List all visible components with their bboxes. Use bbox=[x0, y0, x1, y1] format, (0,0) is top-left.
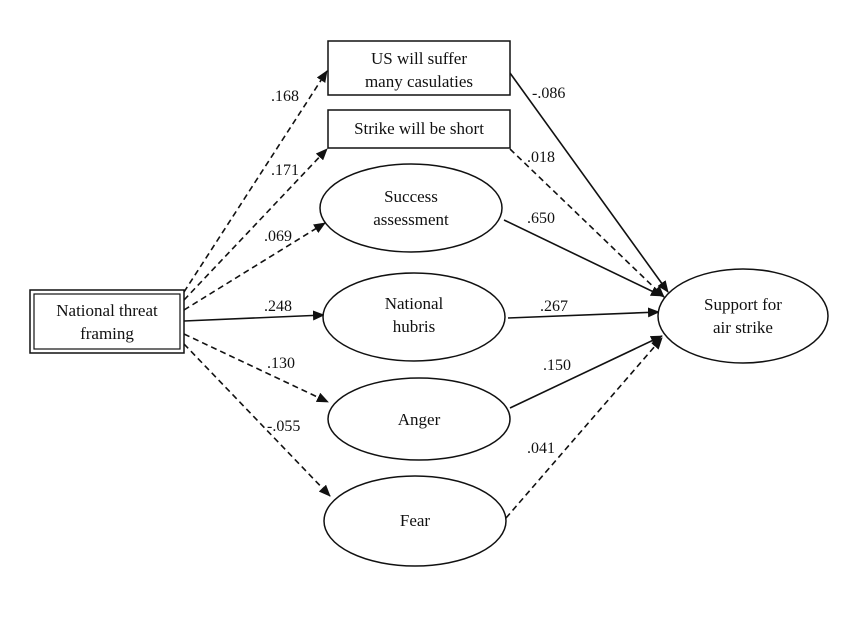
path-threat-to-anger bbox=[183, 333, 329, 403]
node-success-line2: assessment bbox=[373, 210, 449, 229]
paths-out bbox=[503, 72, 669, 519]
coef-short-support: .018 bbox=[527, 149, 555, 166]
coefficients-out: -.086 .018 .650 .267 .150 .041 bbox=[527, 85, 571, 457]
path-anger-to-support bbox=[509, 335, 663, 409]
node-hubris-line2: hubris bbox=[393, 317, 436, 336]
node-support-line2: air strike bbox=[713, 318, 773, 337]
node-hubris-line1: National bbox=[385, 294, 444, 313]
path-threat-to-hubris bbox=[183, 310, 325, 322]
coef-hubris-support: .267 bbox=[540, 298, 568, 315]
coef-threat-casualties: .168 bbox=[271, 88, 299, 105]
coef-success-support: .650 bbox=[527, 210, 555, 227]
coef-threat-anger: .130 bbox=[267, 355, 295, 372]
path-casualties-to-support bbox=[509, 72, 669, 293]
node-national-hubris: National hubris bbox=[322, 272, 506, 362]
coef-threat-short: .171 bbox=[271, 162, 299, 179]
path-threat-to-success bbox=[183, 222, 326, 311]
node-national-threat-framing: National threat framing bbox=[29, 289, 185, 354]
path-threat-to-fear bbox=[183, 343, 331, 497]
node-success-line1: Success bbox=[384, 187, 438, 206]
node-anger: Anger bbox=[327, 377, 511, 461]
node-national-threat-line2: framing bbox=[80, 324, 134, 343]
coef-threat-hubris: .248 bbox=[264, 298, 292, 315]
coef-threat-success: .069 bbox=[264, 228, 292, 245]
node-national-threat-line1: National threat bbox=[56, 301, 158, 320]
node-casualties-line2: many casulaties bbox=[365, 72, 473, 91]
node-support-air-strike: Support for air strike bbox=[657, 268, 829, 364]
coef-anger-support: .150 bbox=[543, 357, 571, 374]
path-short-to-support bbox=[509, 148, 665, 298]
path-success-to-support bbox=[503, 219, 663, 297]
node-fear-label: Fear bbox=[400, 511, 431, 530]
path-threat-to-short bbox=[183, 148, 328, 301]
node-fear: Fear bbox=[323, 475, 507, 567]
node-strike-short: Strike will be short bbox=[327, 109, 511, 149]
node-strike-short-label: Strike will be short bbox=[354, 119, 484, 138]
coef-fear-support: .041 bbox=[527, 440, 555, 457]
path-threat-to-casualties bbox=[183, 70, 328, 293]
node-support-line1: Support for bbox=[704, 295, 782, 314]
node-us-casualties: US will suffer many casulaties bbox=[327, 40, 511, 96]
path-fear-to-support bbox=[505, 337, 663, 519]
coefficients-in: .168 .171 .069 .248 .130 -.055 bbox=[264, 88, 300, 435]
node-success-assessment: Success assessment bbox=[319, 163, 503, 253]
node-casualties-line1: US will suffer bbox=[371, 49, 467, 68]
paths-in bbox=[183, 70, 331, 497]
coef-threat-fear: -.055 bbox=[267, 418, 300, 435]
node-anger-label: Anger bbox=[398, 410, 441, 429]
coef-casualties-support: -.086 bbox=[532, 85, 565, 102]
path-hubris-to-support bbox=[507, 307, 660, 319]
